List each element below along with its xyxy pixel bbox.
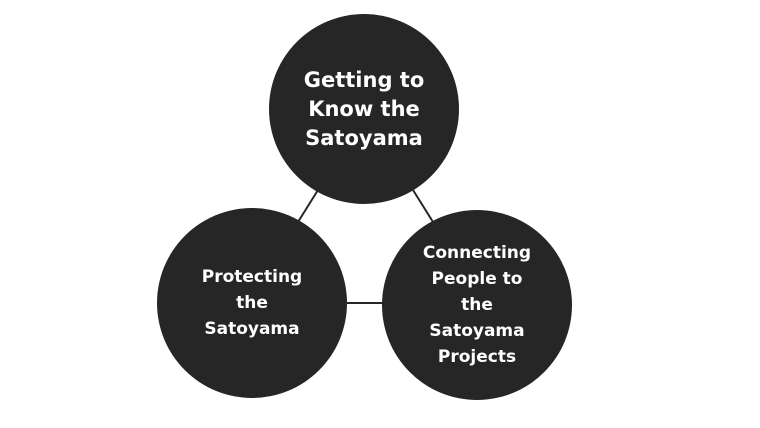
node-getting-to-know: Getting to Know the Satoyama (269, 14, 459, 204)
node-connecting: Connecting People to the Satoyama Projec… (382, 210, 572, 400)
node-label-right: Connecting People to the Satoyama Projec… (422, 243, 532, 367)
node-label-left: Protecting the Satoyama (201, 267, 303, 339)
node-protecting: Protecting the Satoyama (157, 208, 347, 398)
node-label-top: Getting to Know the Satoyama (303, 67, 425, 150)
connector-top-right (412, 189, 434, 223)
connector-top-left (297, 189, 319, 223)
